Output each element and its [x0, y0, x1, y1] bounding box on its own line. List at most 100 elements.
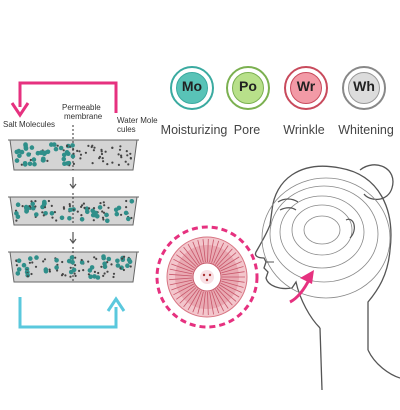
- water-molecule-dot: [101, 157, 104, 160]
- water-molecule-dot: [124, 160, 127, 163]
- cell-ray: [219, 256, 240, 270]
- water-molecule-dot: [28, 205, 31, 208]
- cell-ray: [207, 238, 209, 263]
- water-molecule-dot: [112, 275, 115, 279]
- water-molecule-dot: [72, 208, 75, 211]
- cell-ray: [183, 246, 199, 266]
- water-molecule-dot: [74, 256, 77, 259]
- top-pink-arrow: [18, 81, 118, 113]
- cell-ray: [218, 252, 237, 268]
- down-arrow-2: [69, 232, 77, 244]
- figure-canvas: Salt Molecules Permeable membrane Water …: [3, 66, 400, 390]
- cell-ray: [197, 291, 204, 314]
- salt-molecule-dot: [26, 152, 31, 157]
- water-molecule-dot: [104, 150, 107, 153]
- salt-molecule-dot: [101, 255, 106, 261]
- salt-molecule-dot: [68, 269, 74, 275]
- salt-molecule-dot: [93, 210, 98, 216]
- water-molecule-dot: [56, 269, 59, 272]
- water-molecule-dot: [72, 152, 75, 155]
- water-molecule-dot: [48, 268, 51, 271]
- water-molecule-dot: [28, 261, 31, 264]
- salt-molecule-dot: [116, 205, 122, 211]
- salt-molecule-dot: [19, 149, 25, 155]
- salt-molecule-dot: [34, 255, 39, 260]
- cell-ray: [183, 288, 199, 308]
- salt-molecule-dot: [14, 149, 20, 155]
- water-molecule-dot: [125, 150, 128, 153]
- cell-ray: [219, 284, 240, 298]
- osmosis-diagram: [8, 81, 139, 329]
- salt-molecule-dot: [125, 263, 130, 268]
- water-molecule-dot: [15, 264, 18, 267]
- whitening-code: Wh: [353, 78, 375, 94]
- salt-molecule-dot: [32, 161, 37, 167]
- water-molecule-dot: [119, 145, 122, 148]
- water-molecule-dot: [47, 199, 51, 203]
- cell-ray: [173, 258, 194, 271]
- water-molecule-dot: [100, 150, 103, 153]
- water-molecule-dot: [43, 206, 47, 209]
- cell-ray: [220, 261, 242, 272]
- water-molecule-dot: [87, 144, 90, 147]
- water-molecule-dot: [50, 204, 53, 207]
- cell-ray: [187, 289, 200, 311]
- salt-molecule-dot: [15, 202, 21, 207]
- down-arrow-1: [69, 177, 77, 189]
- water-molecule-dot: [42, 214, 45, 217]
- water-molecule-dot: [129, 265, 132, 268]
- salt-molecule-dot: [15, 214, 21, 219]
- salt-molecule-dot: [34, 212, 39, 217]
- water-molecule-dot: [88, 207, 91, 210]
- water-molecule-dot: [87, 273, 90, 276]
- label-salt-molecules: Salt Molecules: [3, 120, 56, 129]
- cell-ray: [209, 239, 214, 263]
- cell-ray: [213, 290, 225, 312]
- cell-ray: [221, 266, 244, 274]
- pore-badge-icon: Po: [226, 66, 270, 110]
- cell-ray: [218, 286, 237, 302]
- water-molecule-dot: [15, 219, 18, 222]
- water-molecule-dot: [106, 261, 109, 264]
- salt-molecule-dot: [22, 162, 28, 167]
- water-molecule-dot: [55, 219, 58, 222]
- cell-ray: [169, 273, 193, 277]
- water-molecule-dot: [69, 275, 72, 278]
- water-molecule-dot: [111, 146, 114, 149]
- cell-ray: [202, 239, 206, 263]
- cell-ray: [169, 277, 193, 281]
- water-molecule-dot: [87, 260, 90, 263]
- salt-molecule-dot: [114, 211, 120, 217]
- salt-molecule-dot: [97, 205, 103, 210]
- salt-molecule-dot: [24, 208, 30, 214]
- water-molecule-dot: [21, 205, 24, 208]
- water-molecule-dot: [102, 211, 106, 214]
- water-molecule-dot: [121, 257, 124, 260]
- cell-ray: [215, 289, 229, 309]
- water-molecule-dot: [73, 272, 76, 275]
- water-molecule-dot: [92, 207, 96, 210]
- salt-molecule-dot: [123, 210, 129, 216]
- water-molecule-dot: [76, 210, 79, 213]
- face-drawing: [254, 164, 400, 390]
- water-molecule-dot: [56, 144, 59, 147]
- salt-molecule-dot: [52, 142, 57, 147]
- salt-molecule-dot: [129, 199, 135, 204]
- salt-molecule-dot: [70, 154, 76, 159]
- water-molecule-dot: [48, 270, 52, 273]
- bottom-cyan-arrowhead: [106, 296, 126, 312]
- salt-molecule-dot: [89, 265, 95, 270]
- water-molecule-dot: [95, 257, 98, 260]
- salt-molecule-dot: [126, 257, 132, 263]
- salt-molecule-dot: [21, 262, 27, 268]
- tray-1: [8, 125, 139, 171]
- salt-molecule-dot: [27, 161, 33, 167]
- water-molecule-dot: [30, 272, 33, 276]
- salt-molecule-dot: [106, 256, 112, 262]
- water-molecule-dot: [81, 204, 84, 207]
- salt-molecule-dot: [67, 216, 72, 221]
- water-molecule-dot: [92, 149, 95, 152]
- salt-molecule-dot: [70, 143, 75, 148]
- skin-cell-illustration: [155, 225, 259, 329]
- water-molecule-dot: [120, 154, 123, 157]
